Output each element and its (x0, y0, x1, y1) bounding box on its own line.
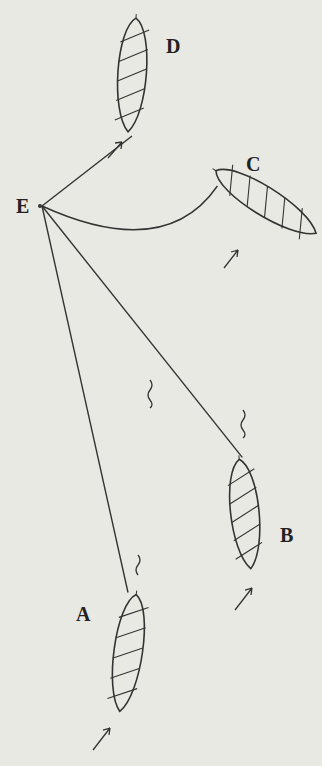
canoe: B (218, 455, 272, 573)
canoe: A (100, 590, 156, 716)
canoe-outline (108, 14, 156, 136)
point-letter: E (16, 196, 29, 216)
canoe-outline (100, 590, 156, 716)
point-letter: D (166, 36, 180, 56)
meeting-point: E (16, 194, 42, 218)
canoe-outline (212, 162, 320, 242)
canoe: D (108, 14, 156, 136)
canoe-outline (218, 455, 272, 573)
tow-line (42, 186, 217, 230)
tow-line (42, 206, 128, 593)
point-letter: A (76, 604, 90, 624)
tow-line (42, 206, 242, 457)
tow-line (42, 136, 132, 206)
point-letter: B (280, 525, 293, 545)
canoe: C (212, 162, 320, 242)
point-letter: C (246, 154, 260, 174)
